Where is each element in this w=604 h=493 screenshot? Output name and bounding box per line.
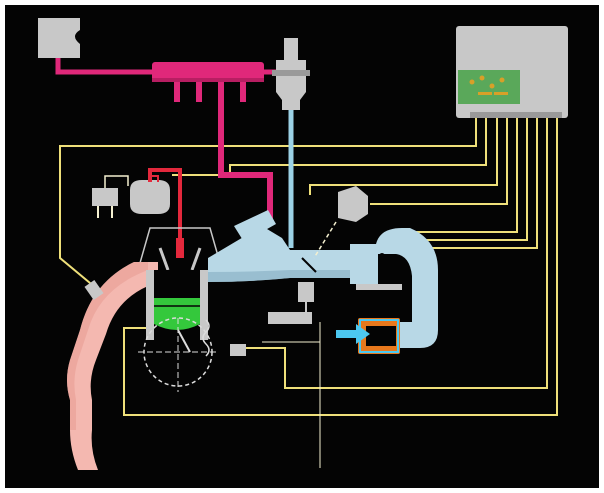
throttle-body <box>350 244 378 284</box>
exhaust-manifold-icon <box>67 262 158 470</box>
exhaust-pipe-shade <box>67 262 148 430</box>
cylinder-wall-right <box>200 270 208 340</box>
cylinder-head-outline <box>137 227 223 271</box>
air-bypass-pipe <box>234 210 276 242</box>
throttle-actuator <box>268 312 312 324</box>
fuel-system <box>38 18 276 225</box>
crank-sensor-wave <box>202 319 210 357</box>
throttle-body-icon <box>268 221 378 324</box>
wire-afm-3 <box>400 117 538 249</box>
exhaust-valve-icon <box>158 247 170 271</box>
rail-stub-3 <box>218 82 224 110</box>
lambda-sensor-icon <box>84 280 104 300</box>
injector-flange <box>272 70 310 76</box>
temperature-sensor-icon <box>338 186 368 222</box>
afm-housing <box>376 228 438 348</box>
wire-lambda <box>59 117 477 289</box>
wire-afm-1 <box>400 117 518 233</box>
ignition-module-pins <box>97 206 113 218</box>
ignition-coil-icon <box>130 180 170 214</box>
idle-valve-rim <box>359 319 399 353</box>
cylinder-head <box>137 227 223 271</box>
signal-wiring <box>59 117 558 468</box>
ecu-chip-3 <box>489 83 495 89</box>
idle-valve-arrow <box>336 324 370 344</box>
ignition-module-lead <box>104 175 129 188</box>
fuel-feed-line <box>218 110 273 225</box>
spark-plug-icon <box>176 238 184 258</box>
ecu-connector <box>470 112 562 118</box>
cylinder-wall-left <box>146 270 154 340</box>
ecu-board <box>458 70 520 104</box>
afm-sensor-dot <box>379 253 385 259</box>
temp-sensor-body <box>338 186 368 222</box>
wire-throttle-switch <box>370 117 508 205</box>
intake-runner-shade <box>208 270 350 282</box>
rail-stub-1 <box>174 82 180 102</box>
air-flow-meter-icon <box>356 228 438 348</box>
ecu-chip-2 <box>479 75 485 81</box>
ignition-module-icon <box>92 188 118 206</box>
wire-afm-2 <box>400 117 528 241</box>
idle-air-valve-icon <box>336 318 400 354</box>
intake-valve-icon <box>190 247 202 271</box>
ecu-chip-6 <box>494 92 508 95</box>
afm-flap <box>356 284 402 290</box>
injector-cap <box>284 38 298 60</box>
coil-lead <box>150 175 159 182</box>
fuel-rail-icon <box>152 62 264 82</box>
wire-crank-sensor <box>123 117 558 416</box>
fuel-return-line <box>55 58 152 75</box>
rail-stub-4 <box>240 82 246 102</box>
combustion-chamber <box>154 270 200 298</box>
fuel-pressure-regulator-icon <box>38 18 80 58</box>
crankshaft-icon <box>138 317 218 392</box>
fuel-rail-highlight <box>152 78 264 82</box>
connecting-rod <box>177 329 191 353</box>
wire-idle-valve <box>245 117 548 389</box>
piston-icon <box>154 298 200 330</box>
ecu-icon <box>456 26 568 118</box>
wire-ignition <box>172 117 487 176</box>
wire-sensor <box>309 117 498 195</box>
cylinder-icon <box>146 270 208 340</box>
throttle-switch-link <box>313 221 337 259</box>
ignition-system <box>92 168 184 258</box>
ecu-chip-5 <box>478 92 492 95</box>
idle-bypass <box>298 282 314 302</box>
ecu-chip-1 <box>469 79 475 85</box>
throttle-plate <box>301 257 317 273</box>
speed-sensor-icon <box>230 344 246 356</box>
ecu-chip-4 <box>499 77 505 83</box>
intake-manifold-icon <box>208 210 350 282</box>
fuel-injector-icon <box>272 38 310 248</box>
rail-stub-2 <box>196 82 202 102</box>
speed-sensor-body <box>230 344 246 356</box>
idle-valve-inner <box>366 326 396 346</box>
